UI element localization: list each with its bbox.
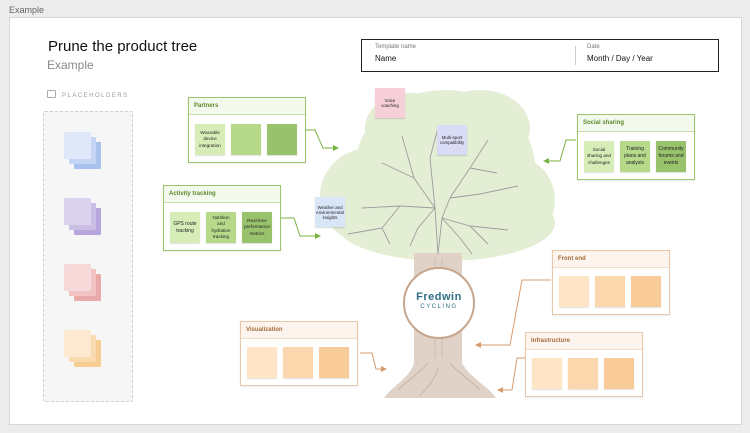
section-social-sharing[interactable]: Social sharing Social sharing and challe… (577, 114, 695, 180)
template-name-value[interactable]: Name (375, 54, 397, 63)
tree-canopy (320, 90, 555, 261)
note-partner-empty-2[interactable] (267, 124, 297, 155)
date-value[interactable]: Month / Day / Year (587, 54, 653, 63)
placeholders-heading-text: PLACEHOLDERS (62, 93, 129, 99)
note-social-challenges[interactable]: Social sharing and challenges (584, 141, 614, 172)
section-front-end[interactable]: Front end (552, 250, 670, 315)
section-infrastructure[interactable]: Infrastructure (525, 332, 643, 397)
green-arrows (280, 129, 576, 239)
placeholder-note[interactable] (64, 264, 91, 291)
note-performance-metrics[interactable]: Real-time performance metrics (242, 212, 272, 243)
date-label: Date (587, 44, 600, 50)
note-front-end-1[interactable] (559, 276, 589, 307)
section-activity-tracking[interactable]: Activity tracking GPS route tracking Nut… (163, 185, 281, 251)
note-wearable-integration[interactable]: Wearable device integration (195, 124, 225, 155)
sticky-multisport-compatibility[interactable]: Multi-sport compatibility (437, 125, 467, 155)
section-title-front-end: Front end (553, 251, 669, 268)
placeholders-panel (43, 111, 133, 402)
section-title-activity-tracking: Activity tracking (164, 186, 280, 203)
note-infrastructure-2[interactable] (568, 358, 598, 389)
note-training-plans[interactable]: Training plans and analysis (620, 141, 650, 172)
placeholder-stack-orange[interactable] (64, 330, 101, 367)
sticky-weather-insights[interactable]: Weather and environmental insights (315, 197, 345, 227)
note-visualization-3[interactable] (319, 347, 349, 378)
page-subtitle: Example (47, 58, 94, 72)
template-meta-box: Template name Name Date Month / Day / Ye… (361, 39, 719, 72)
page-title: Prune the product tree (48, 38, 198, 55)
placeholder-note[interactable] (64, 330, 91, 357)
logo-subtext: CYCLING (420, 304, 458, 310)
logo-wordmark: Fredwin (416, 291, 462, 303)
note-front-end-2[interactable] (595, 276, 625, 307)
note-nutrition-tracking[interactable]: Nutrition and hydration tracking (206, 212, 236, 243)
template-name-label: Template name (375, 44, 417, 50)
section-partners[interactable]: Partners Wearable device integration (188, 97, 306, 163)
section-title-visualization: Visualization (241, 322, 357, 339)
template-name-field[interactable]: Template name Name (375, 44, 416, 63)
product-tree-illustration (280, 90, 576, 398)
section-title-social-sharing: Social sharing (578, 115, 694, 132)
note-partner-empty-1[interactable] (231, 124, 261, 155)
fredwin-cycling-logo: Fredwin CYCLING (403, 267, 475, 339)
placeholder-stack-blue[interactable] (64, 132, 101, 169)
tree-branches (347, 127, 519, 255)
placeholder-stack-purple[interactable] (64, 198, 101, 235)
note-gps-route-tracking[interactable]: GPS route tracking (170, 212, 200, 243)
note-visualization-2[interactable] (283, 347, 313, 378)
placeholder-stack-red[interactable] (64, 264, 101, 301)
sticky-note-icon (47, 90, 56, 98)
note-front-end-3[interactable] (631, 276, 661, 307)
date-field[interactable]: Date Month / Day / Year (587, 44, 653, 63)
note-visualization-1[interactable] (247, 347, 277, 378)
note-infrastructure-1[interactable] (532, 358, 562, 389)
placeholder-note[interactable] (64, 198, 91, 225)
orange-arrows (360, 279, 551, 393)
meta-divider (575, 46, 576, 65)
placeholders-heading: PLACEHOLDERS (47, 90, 129, 99)
section-title-infrastructure: Infrastructure (526, 333, 642, 350)
board-canvas: Prune the product tree Example Template … (9, 17, 742, 425)
note-infrastructure-3[interactable] (604, 358, 634, 389)
frame-label: Example (9, 5, 45, 15)
sticky-voice-coaching[interactable]: Voice coaching (375, 88, 405, 118)
note-community-forums[interactable]: Community forums and events (656, 141, 686, 172)
section-title-partners: Partners (189, 98, 305, 115)
placeholder-note[interactable] (64, 132, 91, 159)
section-visualization[interactable]: Visualization (240, 321, 358, 386)
